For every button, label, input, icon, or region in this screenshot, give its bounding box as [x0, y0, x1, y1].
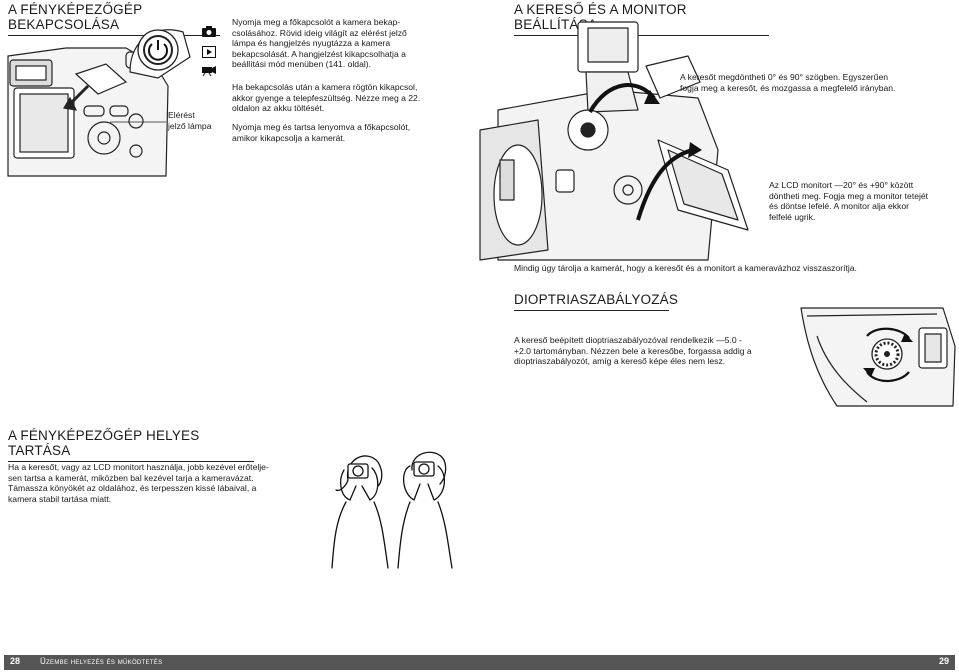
power-on-text: Nyomja meg a főkapcsolót a kamera bekap-…	[232, 17, 407, 70]
diopter-heading: DIOPTRIASZABÁLYOZÁS	[514, 292, 678, 311]
lamp-pointer-line	[110, 121, 166, 123]
holding-heading: A FÉNYKÉPEZŐGÉP HELYES TARTÁSA	[8, 428, 254, 462]
left-page-number: 28	[10, 656, 21, 666]
camera-back-illustration	[7, 47, 169, 177]
power-switch-closeup	[129, 29, 191, 79]
tilt-viewfinder-illustration	[479, 21, 749, 261]
footer-title: Üzembe helyezés és működtetés	[40, 657, 163, 666]
movie-mode-icon	[202, 66, 216, 77]
viewfinder-heading: A KERESŐ ÉS A MONITOR BEÁLLÍTÁSA	[514, 2, 769, 36]
holding-text: Ha a keresőt, vagy az LCD monitort haszn…	[8, 462, 269, 504]
storage-text: Mindig úgy tárolja a kamerát, hogy a ker…	[514, 263, 857, 273]
viewfinder-tilt-text: A keresőt megdöntheti 0° és 90° szögben.…	[680, 72, 896, 93]
low-battery-text: Ha bekapcsolás után a kamera rögtön kika…	[232, 82, 421, 114]
diopter-dial-illustration	[800, 307, 956, 407]
access-lamp-label: Elérést jelző lámpa	[168, 110, 212, 131]
power-heading: A FÉNYKÉPEZŐGÉP BEKAPCSOLÁSA	[8, 2, 220, 36]
diopter-text: A kereső beépített dioptriaszabályozóval…	[514, 335, 752, 367]
power-off-text: Nyomja meg és tartsa lenyomva a főkapcso…	[232, 122, 411, 143]
right-page-number: 29	[938, 656, 949, 666]
playback-mode-icon	[202, 46, 216, 58]
monitor-tilt-text: Az LCD monitort —20° és +90° között dönt…	[769, 180, 929, 222]
holding-camera-illustration	[331, 451, 453, 569]
page-footer: 28 Üzembe helyezés és működtetés 29	[0, 651, 959, 672]
camera-mode-icon	[202, 26, 216, 37]
footer-bar: 28 Üzembe helyezés és működtetés 29	[4, 655, 955, 670]
